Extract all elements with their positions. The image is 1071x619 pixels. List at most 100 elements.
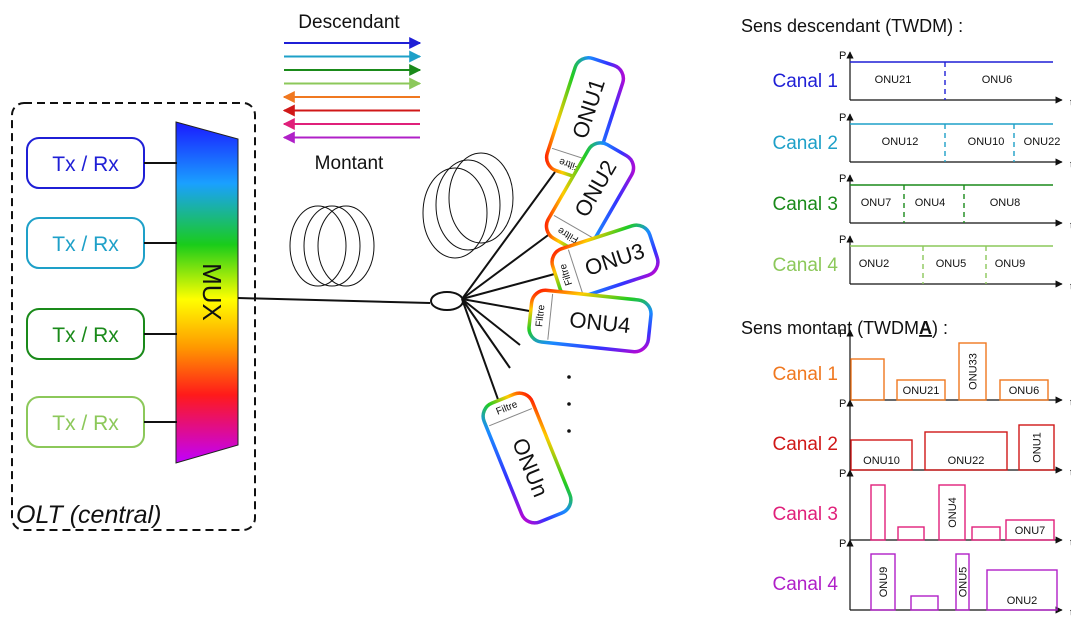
olt-frame bbox=[11, 102, 256, 531]
slot-label: ONU9 bbox=[995, 258, 1026, 270]
axis-p-label: P bbox=[839, 50, 846, 62]
burst bbox=[999, 379, 1049, 401]
upstream-timing: Canal 1PtONU21ONU33ONU6Canal 2PtONU10ONU… bbox=[773, 328, 1071, 619]
txrx-unit: Tx / Rx bbox=[26, 217, 177, 269]
burst bbox=[986, 569, 1058, 611]
slot-label: ONU8 bbox=[990, 197, 1021, 209]
txrx-label: Tx / Rx bbox=[52, 153, 119, 176]
channel-label: Canal 3 bbox=[773, 194, 839, 215]
ellipsis-dots bbox=[567, 375, 571, 433]
channel-label: Canal 4 bbox=[773, 255, 839, 276]
channel-label: Canal 1 bbox=[773, 71, 839, 92]
slot-label: ONU2 bbox=[859, 258, 890, 270]
burst bbox=[958, 342, 987, 401]
fiber-spool-1 bbox=[289, 205, 375, 287]
burst bbox=[896, 379, 946, 401]
channel-label: Canal 2 bbox=[773, 434, 839, 455]
wavelength-arrows bbox=[282, 37, 422, 144]
txrx-label: Tx / Rx bbox=[52, 412, 119, 435]
txrx-unit: Tx / Rx bbox=[26, 308, 177, 360]
burst-label: ONU10 bbox=[863, 455, 900, 467]
slot-label: ONU7 bbox=[861, 197, 892, 209]
feeder-fiber bbox=[237, 297, 431, 304]
burst-label: ONU6 bbox=[1009, 385, 1040, 397]
axis-p-label: P bbox=[839, 398, 846, 410]
slot-label: ONU6 bbox=[982, 74, 1013, 86]
downstream-title: Sens descendant (TWDM) : bbox=[741, 16, 963, 36]
burst bbox=[924, 431, 1008, 471]
burst-label: ONU2 bbox=[1007, 595, 1038, 607]
slot-label: ONU5 bbox=[936, 258, 967, 270]
slot-label: ONU22 bbox=[1024, 136, 1061, 148]
burst bbox=[910, 595, 939, 611]
axis-p-label: P bbox=[839, 328, 846, 340]
channel-label: Canal 3 bbox=[773, 504, 839, 525]
onu-filter-divider bbox=[489, 408, 533, 427]
burst-label: ONU9 bbox=[878, 567, 890, 598]
burst-label: ONU7 bbox=[1015, 525, 1046, 537]
axis-p-label: P bbox=[839, 468, 846, 480]
axis-p-label: P bbox=[839, 173, 846, 185]
txrx-label: Tx / Rx bbox=[52, 233, 119, 256]
txrx-unit: Tx / Rx bbox=[26, 396, 177, 448]
upstream-title-suffix: ) : bbox=[932, 318, 948, 338]
txrx-unit: Tx / Rx bbox=[26, 137, 177, 189]
burst-label: ONU21 bbox=[903, 385, 940, 397]
burst-label: ONU5 bbox=[958, 567, 970, 598]
axis-p-label: P bbox=[839, 234, 846, 246]
burst-label: ONU33 bbox=[968, 353, 980, 390]
branch-fibers bbox=[461, 171, 563, 406]
channel-label: Canal 1 bbox=[773, 364, 839, 385]
burst bbox=[955, 553, 970, 611]
burst bbox=[1005, 519, 1055, 541]
onu-box bbox=[527, 288, 653, 354]
burst-label: ONU22 bbox=[948, 455, 985, 467]
channel-label: Canal 2 bbox=[773, 133, 839, 154]
onu-filter-label: Filtre bbox=[534, 304, 547, 328]
upstream-channel: Canal 3PtONU4ONU7 bbox=[773, 468, 1071, 549]
down-label: Descendant bbox=[298, 12, 400, 33]
upstream-channel: Canal 4PtONU9ONU5ONU2 bbox=[773, 538, 1071, 619]
olt-title: OLT (central) bbox=[16, 501, 161, 529]
downstream-timing: Canal 1PtONU21ONU6Canal 2PtONU12ONU10ONU… bbox=[773, 50, 1071, 293]
burst bbox=[938, 484, 966, 541]
onu-filter-divider bbox=[547, 293, 554, 340]
splitter bbox=[430, 291, 464, 311]
onu-box bbox=[481, 391, 573, 525]
downstream-channel: Canal 3PtONU7ONU4ONU8 bbox=[773, 173, 1071, 232]
upstream-channel: Canal 1PtONU21ONU33ONU6 bbox=[773, 328, 1071, 409]
axis-p-label: P bbox=[839, 112, 846, 124]
onu-filter-divider bbox=[567, 249, 584, 294]
mux-shape bbox=[175, 121, 239, 464]
upstream-title-prefix: Sens montant (TWDM bbox=[741, 318, 919, 338]
upstream-channel: Canal 2PtONU10ONU22ONU1 bbox=[773, 398, 1071, 479]
slot-label: ONU10 bbox=[968, 136, 1005, 148]
fiber-spool-2 bbox=[422, 152, 514, 259]
slot-label: ONU21 bbox=[875, 74, 912, 86]
olt-block: OLT (central) MUX Tx / Rx Tx / Rx Tx / Rx T… bbox=[11, 102, 256, 531]
downstream-channel: Canal 2PtONU12ONU10ONU22 bbox=[773, 112, 1071, 171]
up-label: Montant bbox=[315, 153, 384, 174]
burst bbox=[971, 526, 1001, 541]
axis-p-label: P bbox=[839, 538, 846, 550]
channel-label: Canal 4 bbox=[773, 574, 839, 595]
upstream-title: Sens montant (TWDMA) : bbox=[741, 318, 948, 338]
mux-label: MUX bbox=[197, 263, 227, 321]
slot-label: ONU12 bbox=[882, 136, 919, 148]
txrx-label: Tx / Rx bbox=[52, 324, 119, 347]
downstream-channel: Canal 1PtONU21ONU6 bbox=[773, 50, 1071, 109]
burst-label: ONU1 bbox=[1032, 432, 1044, 463]
onu-filter-divider bbox=[553, 215, 593, 238]
burst bbox=[870, 484, 886, 541]
burst bbox=[850, 358, 885, 401]
burst bbox=[897, 526, 925, 541]
downstream-channel: Canal 4PtONU2ONU5ONU9 bbox=[773, 234, 1071, 293]
slot-label: ONU4 bbox=[915, 197, 946, 209]
burst bbox=[870, 553, 896, 611]
